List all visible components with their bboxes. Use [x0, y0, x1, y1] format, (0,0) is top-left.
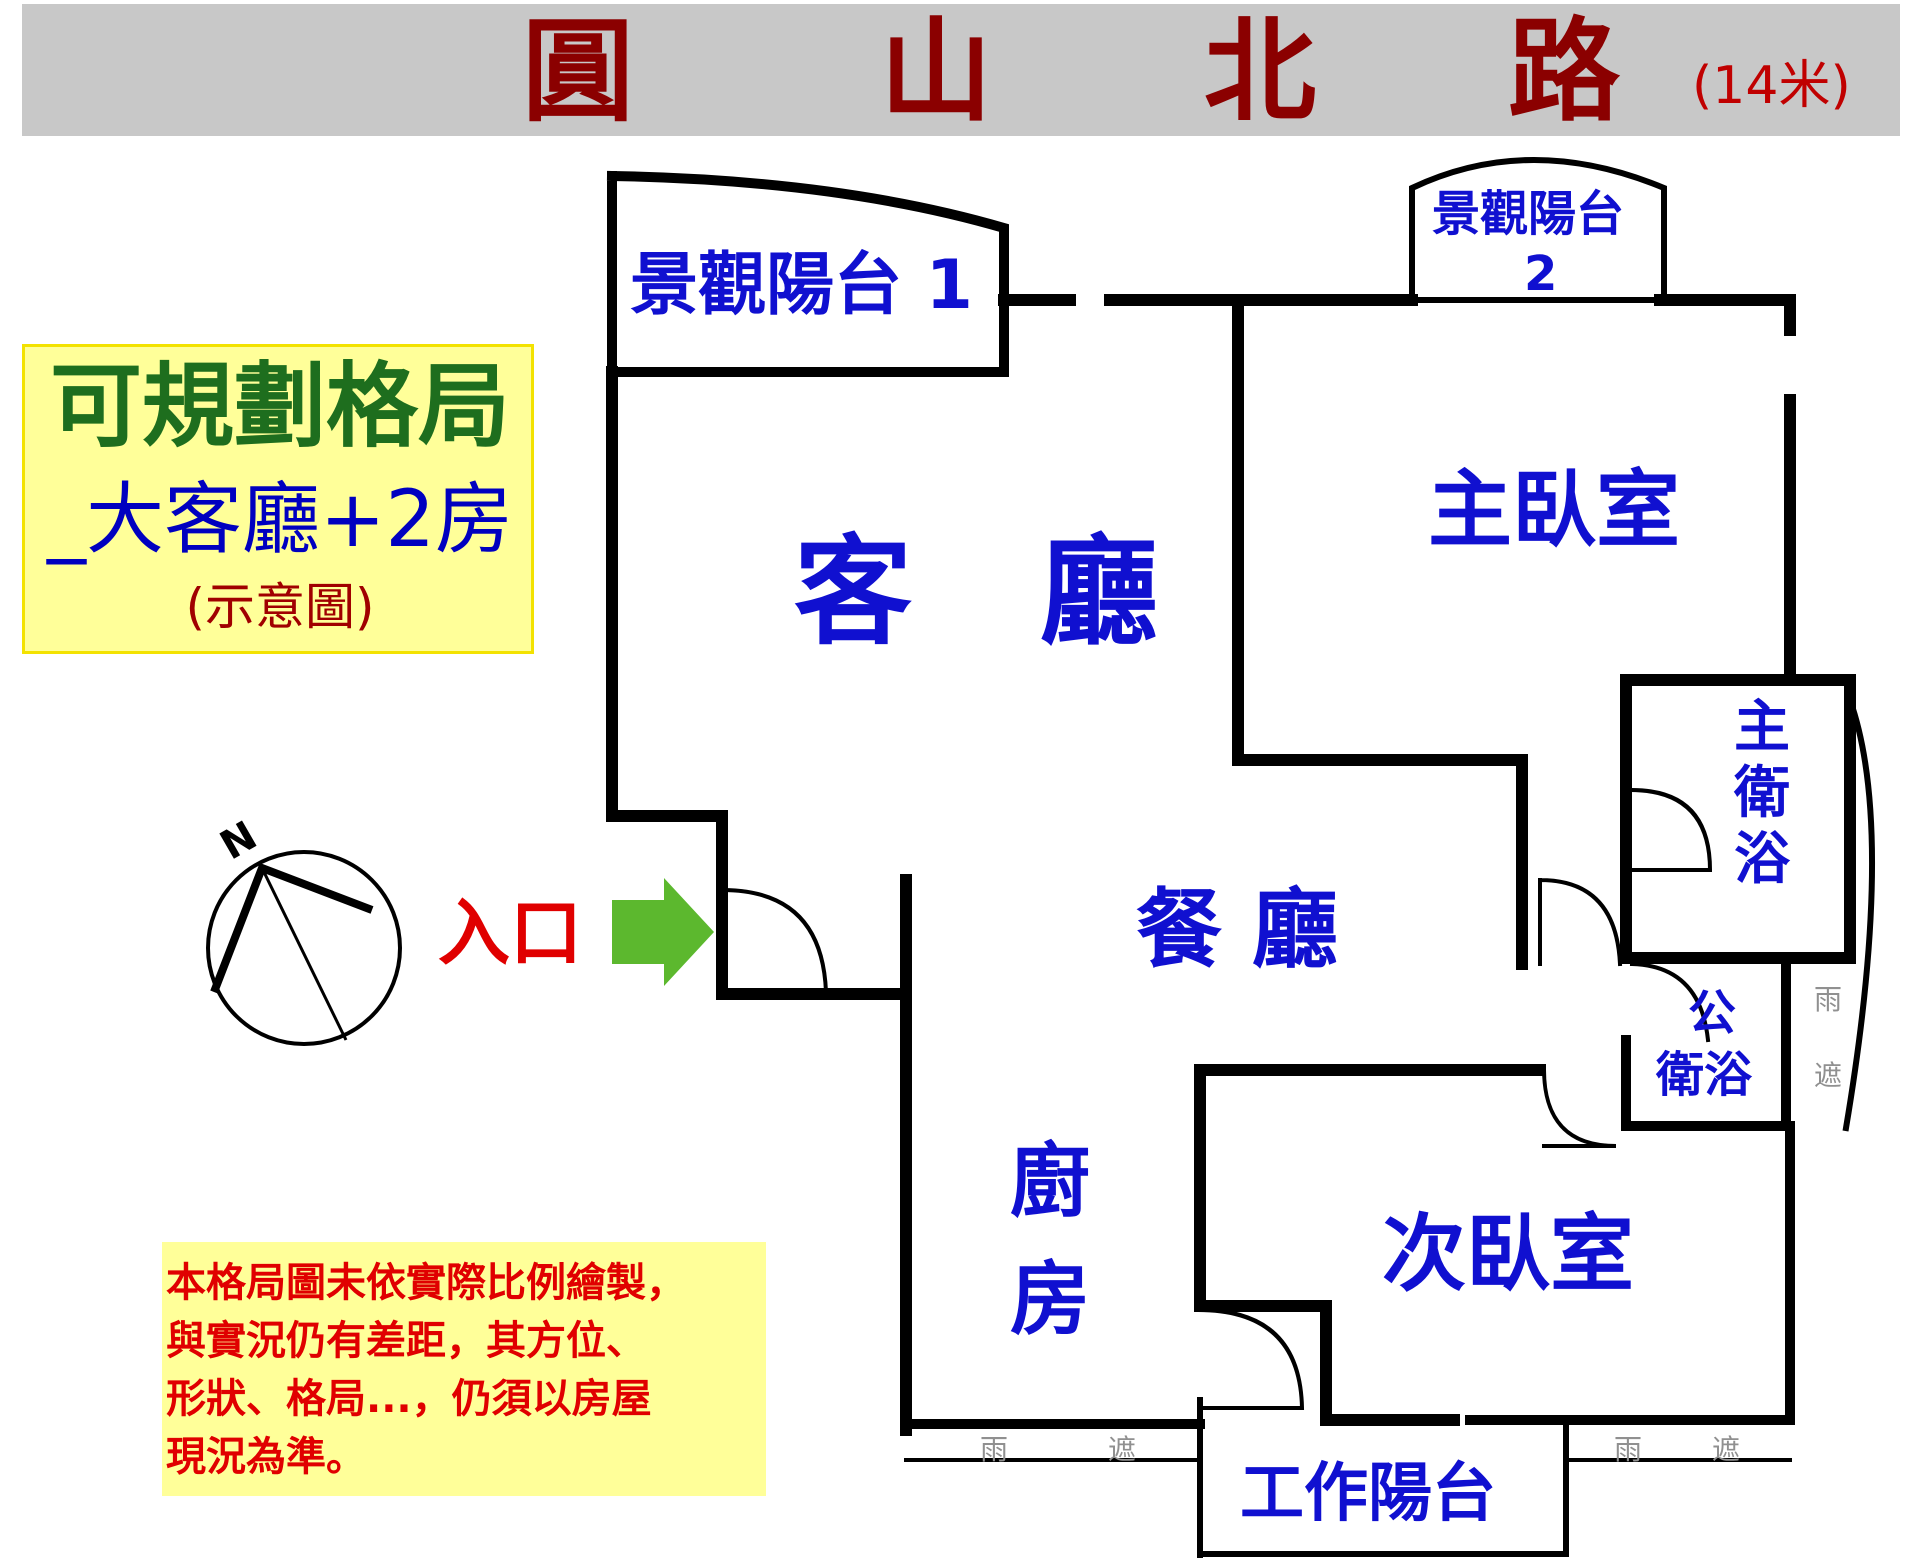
plan-title: 可規劃格局 — [49, 353, 510, 460]
street-header-bar — [22, 4, 1900, 136]
rain-canopy-right-label-2: 遮 — [1712, 1433, 1741, 1466]
plan-subtitle: _大客廳+2房 — [47, 475, 513, 565]
disclaimer-line-4: 現況為準。 — [166, 1434, 366, 1480]
rain-canopy-east-label-1: 雨 — [1814, 983, 1843, 1016]
kitchen-door-swing — [1197, 1307, 1305, 1410]
disclaimer-box — [162, 1242, 766, 1496]
room-second-bedroom: 次臥室 — [1382, 1205, 1635, 1303]
street-width-label: (14米) — [1692, 56, 1851, 116]
room-public-bath-2: 衛浴 — [1656, 1047, 1753, 1103]
room-living-1: 客 — [794, 523, 913, 661]
room-living-2: 廳 — [1040, 523, 1159, 661]
master-bath-curve — [1842, 696, 1876, 1132]
balcony-2-outline — [1409, 157, 1667, 303]
master-door-swing — [1537, 877, 1623, 967]
balcony-1-outline — [606, 170, 1009, 377]
room-master-bath-2: 衛 — [1734, 761, 1790, 826]
street-char-1: 圓 — [522, 7, 634, 137]
rain-canopy-east-label-2: 遮 — [1814, 1059, 1843, 1092]
room-master-bath-1: 主 — [1734, 695, 1790, 760]
room-service-balcony: 工作陽台 — [1240, 1457, 1496, 1531]
street-char-2: 山 — [880, 7, 992, 137]
wall-second-bedroom-west — [1194, 1064, 1460, 1426]
street-char-3: 北 — [1204, 7, 1316, 137]
service-balcony-outline — [1197, 1421, 1569, 1557]
disclaimer-line-2: 與實況仍有差距，其方位、 — [166, 1318, 646, 1364]
compass — [206, 850, 402, 1046]
master-bath-door-swing — [1629, 787, 1713, 872]
rain-canopy-left-label-2: 遮 — [1108, 1433, 1137, 1466]
room-dining: 餐 廳 — [1136, 880, 1338, 980]
rain-canopy-right-label-1: 雨 — [1614, 1433, 1643, 1466]
entrance-door-swing — [719, 887, 829, 996]
entrance-arrow — [612, 878, 714, 986]
disclaimer-line-3: 形狀、格局...，仍須以房屋 — [166, 1376, 652, 1422]
second-bedroom-door-swing — [1541, 1067, 1617, 1148]
room-balcony-2-line1: 景觀陽台 — [1432, 186, 1625, 242]
public-bath-outline — [1621, 953, 1791, 1131]
street-char-4: 路 — [1508, 7, 1620, 137]
rain-canopy-left-label-1: 雨 — [980, 1433, 1009, 1466]
wall-master-west — [1232, 294, 1528, 970]
room-public-bath-1: 公 — [1688, 985, 1737, 1041]
entrance-label: 入口 — [438, 891, 583, 975]
room-balcony-1: 景觀陽台 1 — [630, 246, 973, 325]
room-kitchen-1: 廚 — [1010, 1135, 1090, 1228]
room-master-bath-3: 浴 — [1734, 827, 1790, 892]
room-master-bedroom: 主臥室 — [1428, 461, 1681, 559]
room-balcony-2-line2: 2 — [1524, 246, 1558, 302]
wall-second-bedroom-bottom — [1465, 1121, 1795, 1425]
public-bath-door-swing — [1629, 961, 1711, 1043]
room-kitchen-2: 房 — [1010, 1253, 1090, 1346]
plan-note: (示意圖) — [185, 578, 375, 636]
master-bath-outline — [1620, 674, 1856, 964]
disclaimer-line-1: 本格局圖未依實際比例繪製， — [166, 1260, 686, 1306]
plan-label-box — [22, 344, 534, 654]
wall-north — [998, 294, 1796, 336]
